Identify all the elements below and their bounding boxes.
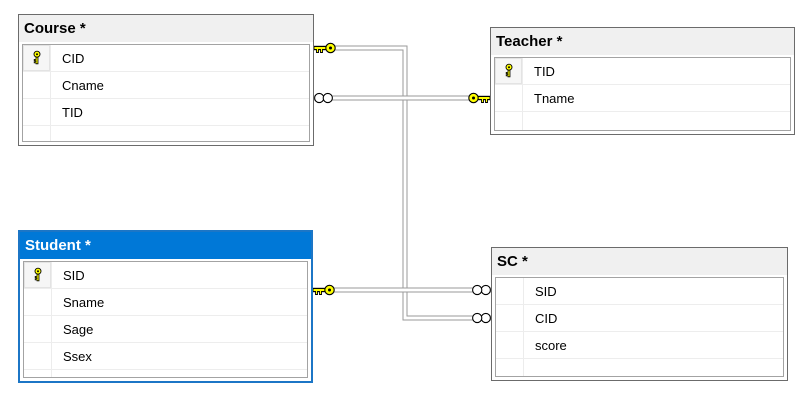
table-row[interactable]: Cname: [23, 72, 309, 99]
column-name: Sname: [63, 294, 105, 310]
one-end-key-icon: [313, 42, 336, 54]
column-name: CID: [62, 50, 85, 66]
table-sc-header[interactable]: SC *: [492, 248, 787, 275]
column-name: Ssex: [63, 348, 92, 364]
primary-key-icon: [34, 267, 41, 282]
table-course-header[interactable]: Course *: [19, 15, 313, 42]
relationship-course-sc[interactable]: [314, 45, 491, 321]
column-name: Tname: [534, 90, 575, 106]
many-end-infinity-icon: [472, 284, 491, 296]
table-teacher-columns: TID Tname: [494, 57, 791, 131]
table-row[interactable]: CID: [23, 45, 309, 72]
empty-row[interactable]: [496, 359, 783, 376]
table-row[interactable]: CID: [496, 305, 783, 332]
column-name: TID: [62, 104, 83, 120]
column-name: SID: [535, 283, 557, 299]
table-row[interactable]: SID: [24, 262, 307, 289]
many-end-infinity-icon: [314, 92, 333, 104]
one-end-key-icon: [312, 284, 335, 296]
primary-key-icon: [33, 50, 40, 65]
empty-row[interactable]: [24, 370, 307, 377]
table-sc-columns: SID CID score: [495, 277, 784, 377]
table-sc[interactable]: SC * SID CID score: [491, 247, 788, 381]
column-name: Cname: [62, 77, 104, 93]
column-name: Sage: [63, 321, 94, 337]
column-name: TID: [534, 63, 555, 79]
table-row[interactable]: SID: [496, 278, 783, 305]
table-teacher[interactable]: Teacher * TID Tname: [490, 27, 795, 135]
column-name: score: [535, 337, 567, 353]
one-end-key-icon: [468, 92, 491, 104]
table-teacher-header[interactable]: Teacher *: [491, 28, 794, 55]
table-row[interactable]: score: [496, 332, 783, 359]
column-name: CID: [535, 310, 558, 326]
many-end-infinity-icon: [472, 312, 491, 324]
table-row[interactable]: TID: [23, 99, 309, 126]
table-student-columns: SID Sname Sage Ssex: [23, 261, 308, 378]
empty-row[interactable]: [23, 126, 309, 141]
table-course-columns: CID Cname TID: [22, 44, 310, 142]
table-course[interactable]: Course * CID Cname TID: [18, 14, 314, 146]
table-student-header[interactable]: Student *: [20, 232, 311, 259]
table-row[interactable]: Ssex: [24, 343, 307, 370]
empty-row[interactable]: [495, 112, 790, 130]
table-row[interactable]: Tname: [495, 85, 790, 112]
table-student[interactable]: Student * SID Sname Sage Ssex: [18, 230, 313, 383]
table-row[interactable]: TID: [495, 58, 790, 85]
table-row[interactable]: Sage: [24, 316, 307, 343]
primary-key-icon: [505, 63, 512, 78]
column-name: SID: [63, 267, 85, 283]
table-row[interactable]: Sname: [24, 289, 307, 316]
